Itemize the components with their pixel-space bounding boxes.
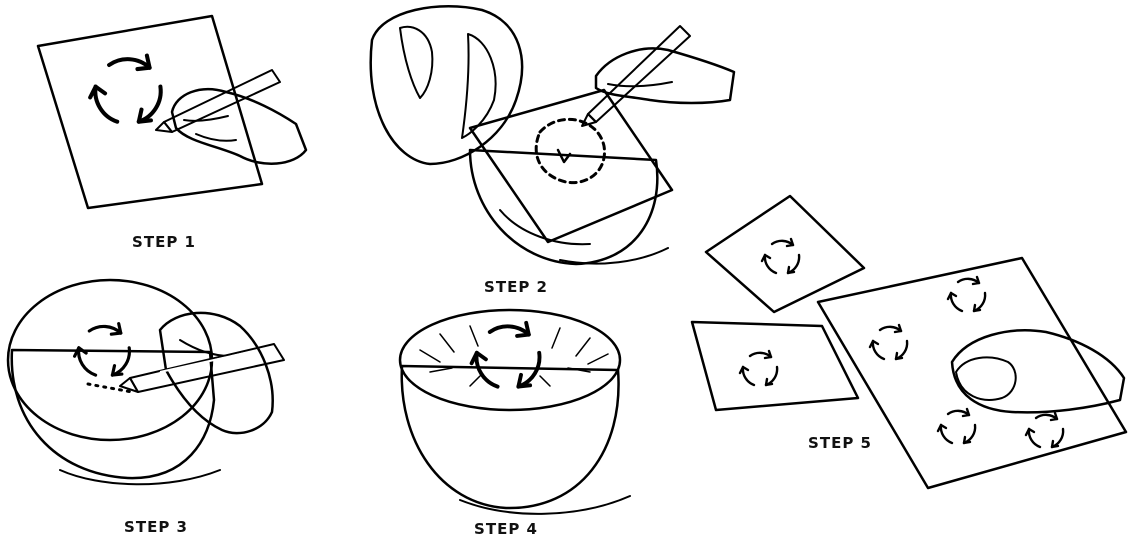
step5-illustration	[692, 196, 1126, 488]
pencil-icon	[582, 26, 690, 126]
step2-illustration	[371, 6, 734, 264]
recycle-arrows-icon	[75, 324, 130, 375]
hand-icon	[596, 48, 734, 103]
melon-carved-icon	[400, 310, 630, 514]
melon-half-icon	[8, 280, 220, 484]
step-5-label: STEP 5	[808, 434, 872, 452]
step-2-label: STEP 2	[484, 278, 548, 296]
recycle-arrows-icon	[1026, 413, 1063, 447]
step-3-label: STEP 3	[124, 518, 188, 536]
recycle-arrows-icon	[90, 56, 161, 122]
paper-sheet-icon	[692, 322, 858, 410]
paper-sheet-icon	[38, 16, 262, 208]
recycle-arrows-icon	[938, 409, 975, 443]
step-1-label: STEP 1	[132, 233, 196, 251]
step4-illustration	[400, 310, 630, 514]
recycle-arrows-icon	[870, 325, 907, 359]
recycle-arrows-icon	[740, 351, 777, 385]
melon-bottom-icon	[470, 150, 668, 264]
recycle-arrows-icon	[948, 277, 985, 311]
paper-sheet-icon	[706, 196, 864, 312]
paper-sheet-icon	[470, 90, 672, 242]
recycle-arrows-icon	[472, 323, 540, 387]
dashed-recycle-outline	[536, 119, 604, 182]
hand-icon	[952, 330, 1124, 412]
paper-sheet-icon	[818, 258, 1126, 488]
step1-illustration	[38, 16, 306, 208]
step-4-label: STEP 4	[474, 520, 538, 538]
recycle-arrows-icon	[762, 239, 799, 273]
melon-half-top-icon	[371, 6, 522, 164]
step3-illustration	[8, 280, 284, 484]
hand-icon	[160, 313, 273, 433]
